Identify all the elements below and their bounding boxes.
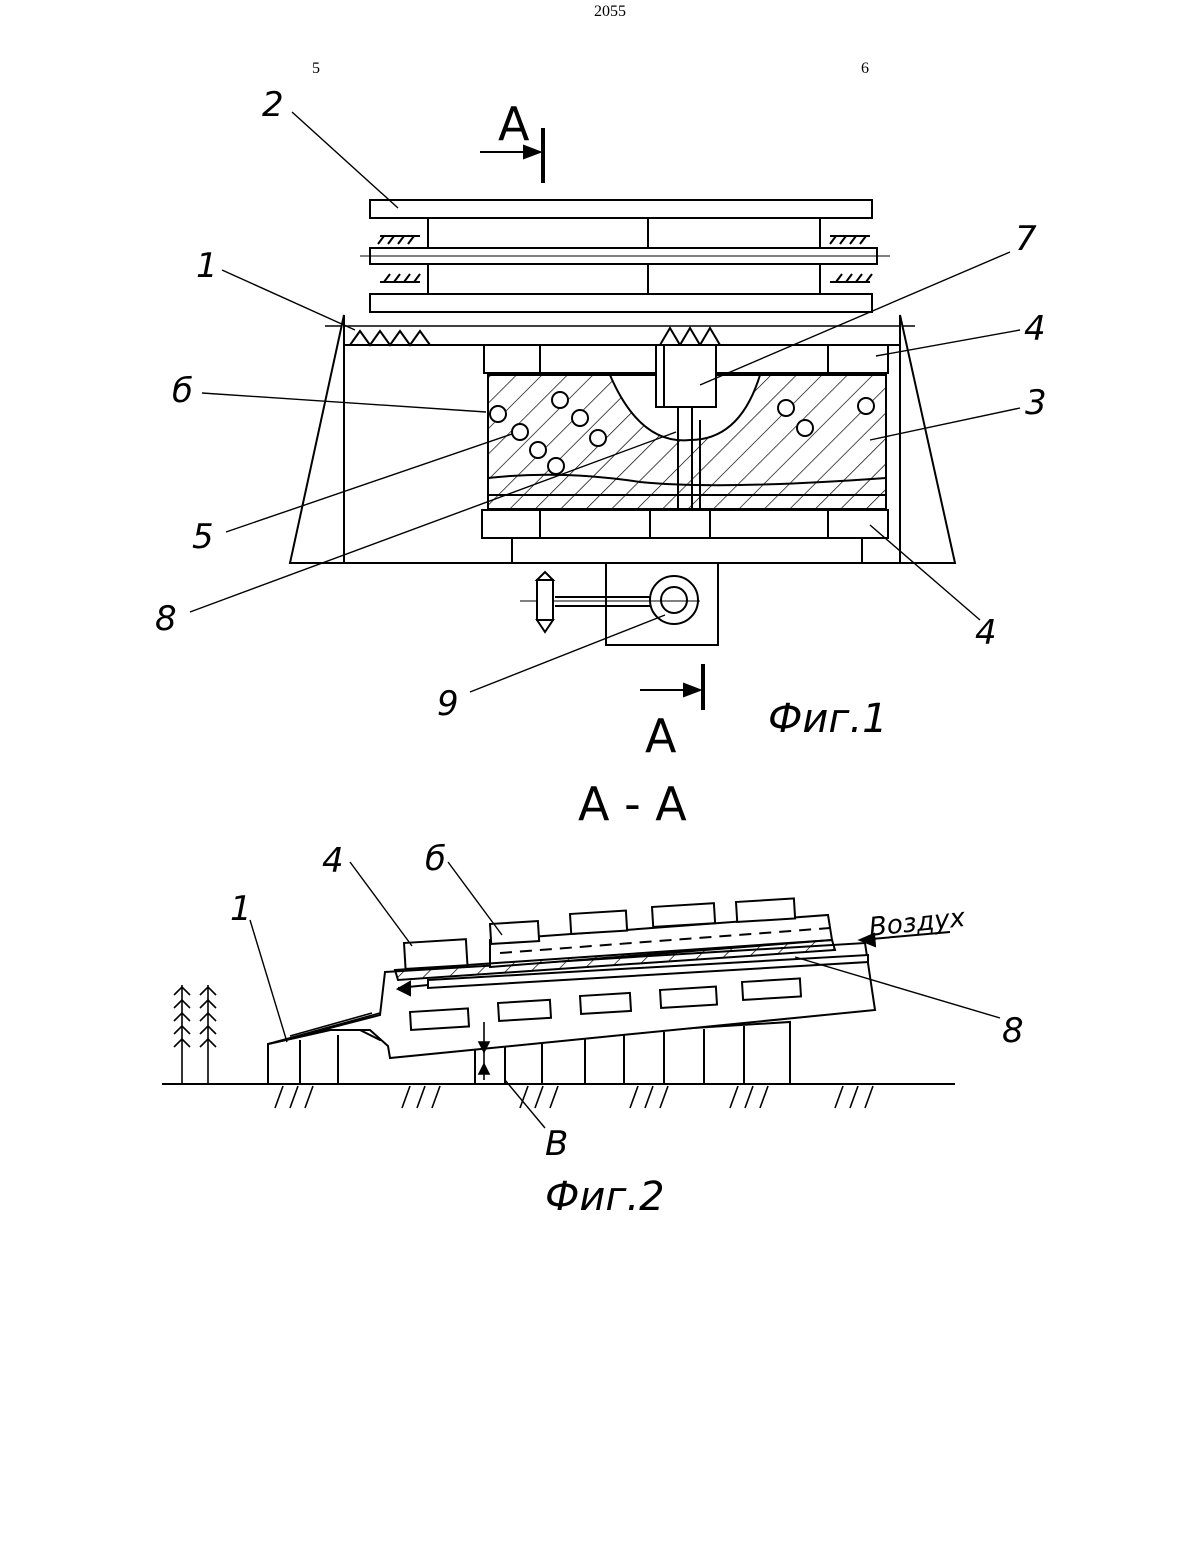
fig2-label-4: 4 — [322, 841, 344, 881]
fig2-label-6: б — [425, 839, 446, 879]
fig2-caption: Фиг.2 — [545, 1174, 665, 1220]
fig1-label-7: 7 — [1015, 219, 1037, 259]
section-title: A - A — [578, 777, 687, 831]
fig2-label-1: 1 — [230, 889, 252, 929]
fig1-label-2: 2 — [262, 85, 284, 125]
fig2-label-b: В — [545, 1124, 568, 1164]
top-plate-assembly — [360, 200, 890, 312]
fig1-label-6: б — [172, 371, 193, 411]
trees — [174, 985, 216, 1084]
figure-1: A — [190, 97, 1020, 763]
section-arrow-bottom — [640, 664, 703, 710]
fig2-label-air: Воздух — [868, 903, 968, 943]
fig1-label-1: 1 — [196, 246, 218, 286]
section-mark-top: A — [498, 97, 530, 151]
fig1-label-8: 8 — [155, 599, 177, 639]
figure-2 — [162, 862, 1000, 1128]
fig1-label-5: 5 — [192, 517, 214, 557]
fig1-label-9: 9 — [437, 684, 459, 724]
fig1-label-3: 3 — [1025, 383, 1047, 423]
lower-plates — [482, 495, 888, 563]
fig1-label-4-lower: 4 — [975, 613, 997, 653]
fig2-label-8: 8 — [1002, 1011, 1024, 1051]
fig1-caption: Фиг.1 — [768, 696, 888, 742]
section-mark-bottom: A — [645, 709, 677, 763]
fig1-label-4-upper: 4 — [1024, 309, 1046, 349]
ground-hatch — [275, 1086, 873, 1108]
